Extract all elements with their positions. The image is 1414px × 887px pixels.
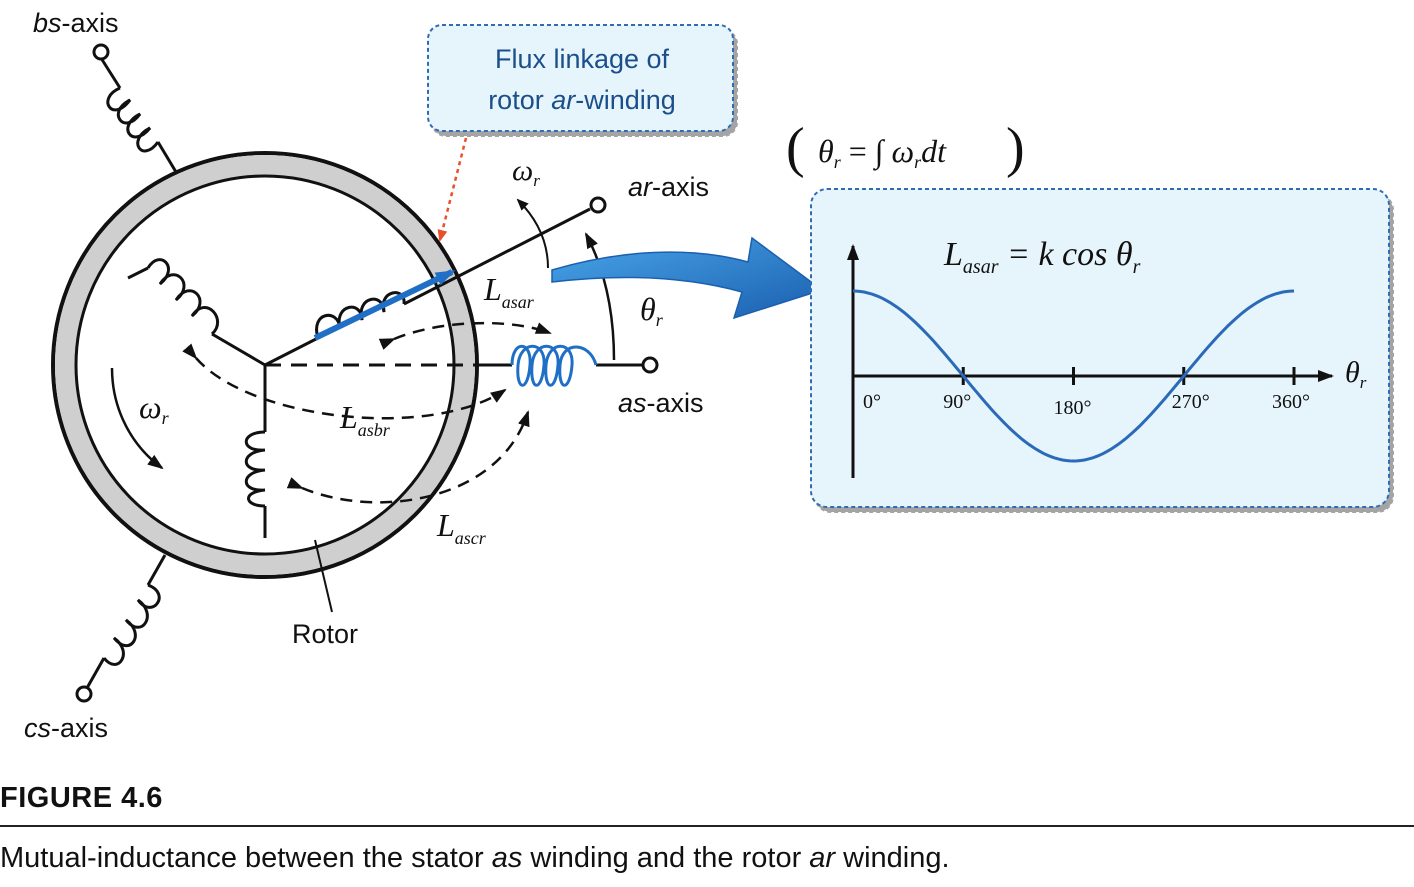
figure-caption: Mutual-inductance between the stator as … (0, 842, 950, 875)
bs-axis-label: bs-axis (33, 8, 119, 38)
lasar-label: Lasar (483, 271, 535, 312)
flux-linkage-arrow (313, 269, 456, 341)
curve-points (852, 290, 1295, 462)
omega-r-label-inner: ωr (139, 389, 170, 428)
caption-part-2: as (491, 842, 523, 874)
ar-axis-label: ar-axis (628, 172, 709, 202)
def-open-paren: ( (786, 117, 805, 179)
lasbr-label: Lasbr (339, 399, 391, 440)
x-tick-label-90: 90° (943, 391, 971, 413)
callout-pointer (437, 137, 468, 242)
caption-part-3: winding and the rotor (522, 842, 810, 874)
plot-panel: 0° 90° 180° 270° 360° Lasar = k cos θr θr (810, 188, 1390, 508)
as-stator-winding (477, 356, 659, 374)
omega-r-label-outer: ωr (512, 154, 540, 190)
caption-part-4: ar (809, 842, 836, 874)
plot-equation: Lasar = k cos θr (943, 236, 1141, 278)
x-tick-label-0: 0° (863, 391, 881, 413)
ar-axis-rotation-arrow (516, 198, 549, 269)
theta-definition: ( θr = ∫ ωrdt ) (786, 117, 1025, 179)
as-coil (510, 344, 598, 387)
rotor-rotation-arrow (110, 367, 164, 470)
x-tick-label-360: 360° (1272, 391, 1310, 413)
x-tick-label-270: 270° (1172, 391, 1210, 413)
theta-angle-arc (584, 232, 616, 361)
caption-part-5: winding. (835, 842, 950, 874)
lascr-label: Lascr (436, 507, 487, 548)
def-equation: θr = ∫ ωrdt (818, 133, 947, 172)
cs-stator-winding (75, 554, 167, 703)
rotor-label: Rotor (292, 619, 358, 649)
bs-stator-winding (92, 43, 178, 173)
callout-box (427, 24, 734, 132)
cs-axis-label: cs-axis (24, 713, 108, 743)
plot-ticks: 0° 90° 180° 270° 360° (863, 367, 1310, 419)
rotor-pointer-line (314, 539, 333, 613)
figure-label: FIGURE 4.6 (0, 782, 163, 814)
lasar-dashed-arrow (378, 321, 552, 350)
as-axis-label: as-axis (618, 388, 704, 418)
def-close-paren: ) (1006, 117, 1025, 179)
lascr-dashed-arrow (286, 410, 530, 504)
plot-x-axis-symbol: θr (1345, 356, 1367, 392)
caption-rule (0, 825, 1414, 827)
theta-r-label: θr (640, 291, 664, 330)
callout-text-line2: rotor ar-winding (488, 85, 676, 115)
callout-text-line1: Flux linkage of (495, 44, 670, 74)
machine-diagram: Flux linkage of rotor ar-winding bs-axis… (24, 8, 734, 743)
x-tick-label-180: 180° (1054, 397, 1092, 419)
plot-panel-box (810, 188, 1390, 508)
caption-part-1: Mutual-inductance between the stator (0, 842, 492, 874)
